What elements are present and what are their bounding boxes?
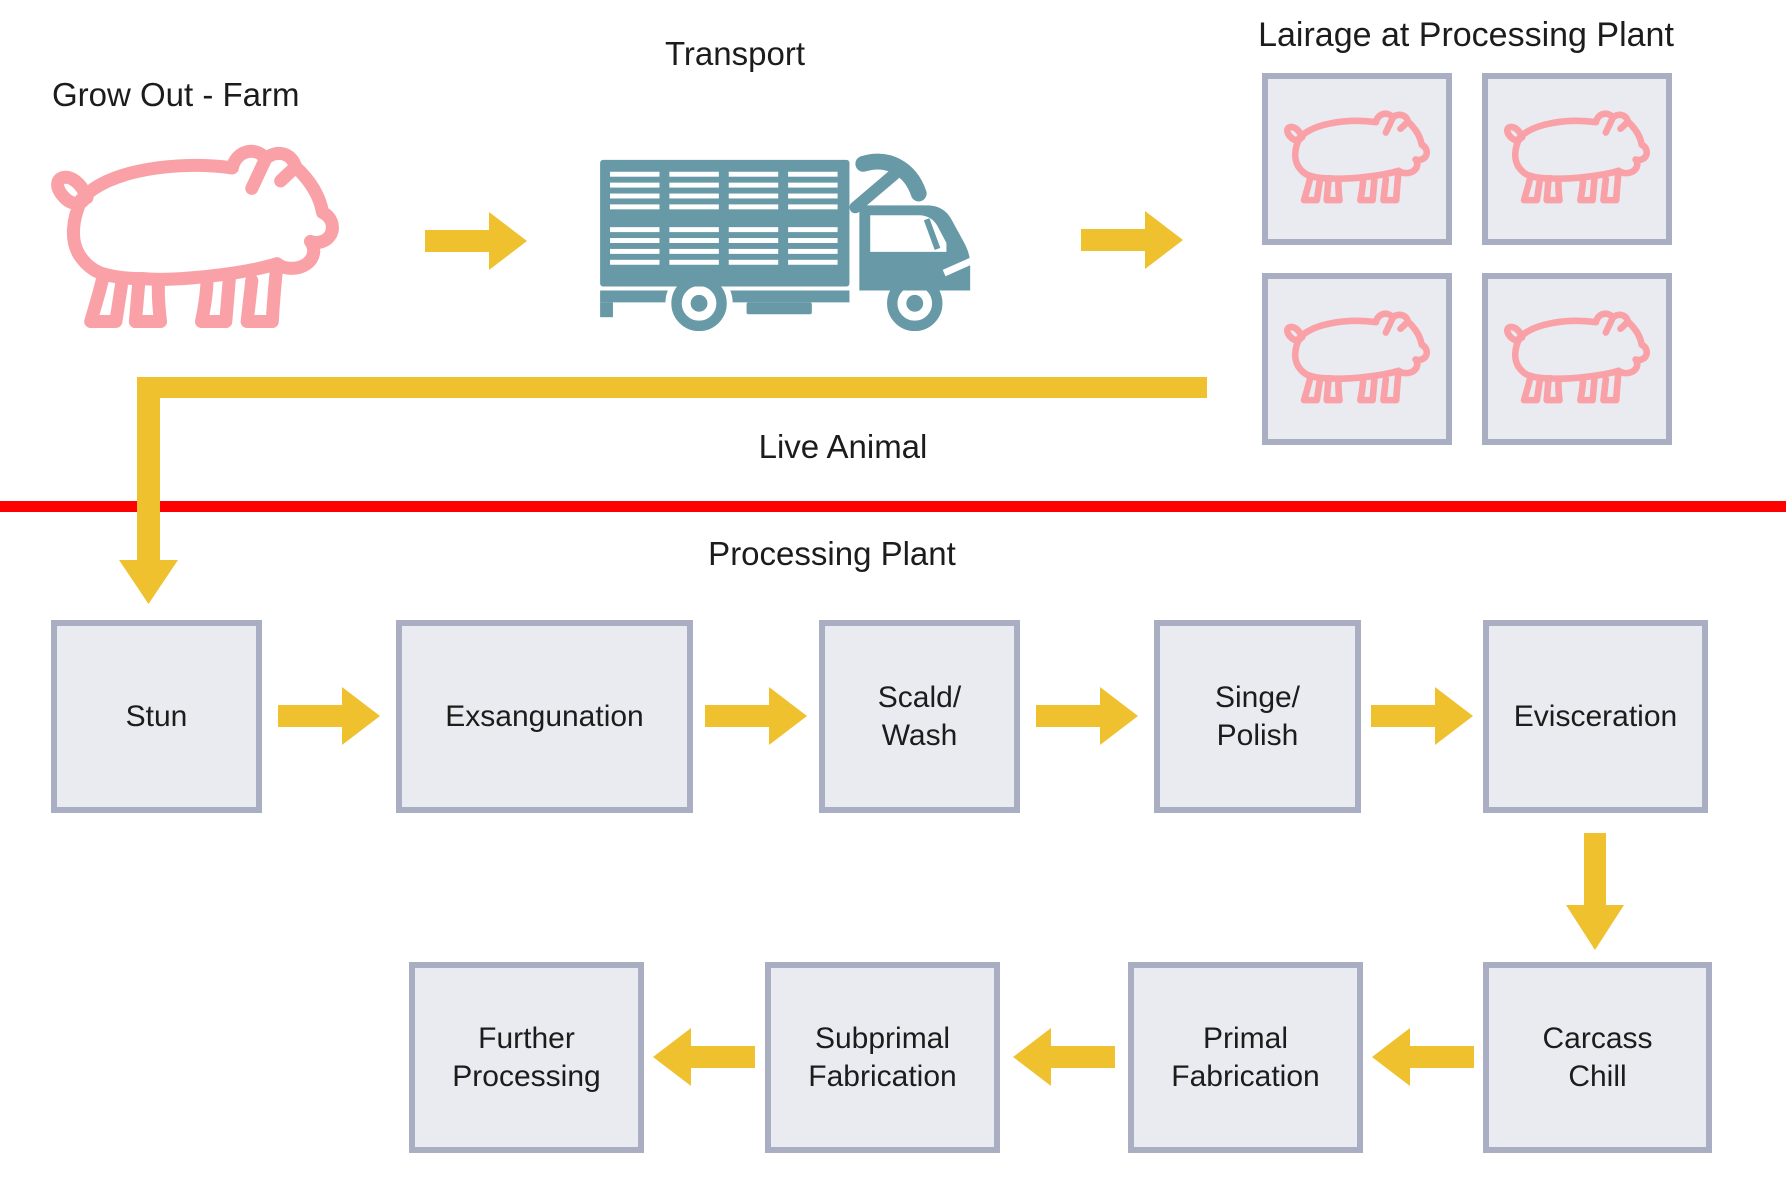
arrow-subprimal-to-further-icon (653, 1028, 755, 1086)
arrow-singe-to-evisceration-icon (1371, 687, 1473, 745)
step-box-scald-wash: Scald/ Wash (819, 620, 1020, 813)
processing-plant-caption: Processing Plant (708, 535, 956, 572)
farm-stage-label: Grow Out - Farm (52, 76, 300, 113)
farm-plant-separator-line (0, 501, 1786, 512)
step-box-carcass-chill: Carcass Chill (1483, 962, 1712, 1153)
lairage-pen-4 (1482, 273, 1672, 445)
step-box-further-processing: Further Processing (409, 962, 644, 1153)
livestock-truck-icon (600, 148, 996, 336)
arrow-scald-to-singe-icon (1036, 687, 1138, 745)
step-box-subprimal-fabrication: Subprimal Fabrication (765, 962, 1000, 1153)
live-animal-elbow-connector (119, 377, 1207, 604)
pig-icon (1281, 107, 1433, 211)
arrow-transport-to-lairage-icon (1081, 211, 1183, 269)
lairage-pen-1 (1262, 73, 1452, 245)
arrow-primal-to-subprimal-icon (1013, 1028, 1115, 1086)
arrow-exsangunation-to-scald-icon (705, 687, 807, 745)
step-box-singe-polish: Singe/ Polish (1154, 620, 1361, 813)
step-box-stun: Stun (51, 620, 262, 813)
transport-stage-label: Transport (665, 35, 805, 72)
arrow-farm-to-transport-icon (425, 212, 527, 270)
step-label: Exsangunation (445, 699, 644, 733)
step-label: Subprimal Fabrication (808, 1021, 957, 1093)
lairage-pen-2 (1482, 73, 1672, 245)
step-label: Stun (125, 699, 188, 733)
step-label: Primal Fabrication (1171, 1021, 1320, 1093)
arrow-evisceration-to-carcass-chill-icon (1566, 833, 1624, 950)
arrow-stun-to-exsangunation-icon (278, 687, 380, 745)
step-box-evisceration: Evisceration (1483, 620, 1708, 813)
lairage-stage-label: Lairage at Processing Plant (1258, 16, 1674, 54)
arrow-carcass-to-primal-icon (1372, 1028, 1474, 1086)
step-label: Singe/ Polish (1214, 680, 1301, 752)
step-label: Evisceration (1513, 699, 1678, 733)
step-label: Carcass Chill (1542, 1021, 1653, 1093)
pig-icon (1501, 107, 1653, 211)
pig-icon (1281, 307, 1433, 411)
pig-icon (46, 138, 344, 343)
live-animal-caption: Live Animal (758, 428, 928, 465)
step-box-exsangunation: Exsangunation (396, 620, 693, 813)
lairage-pen-3 (1262, 273, 1452, 445)
step-label: Scald/ Wash (877, 680, 962, 752)
step-label: Further Processing (452, 1021, 601, 1093)
pig-icon (1501, 307, 1653, 411)
step-box-primal-fabrication: Primal Fabrication (1128, 962, 1363, 1153)
